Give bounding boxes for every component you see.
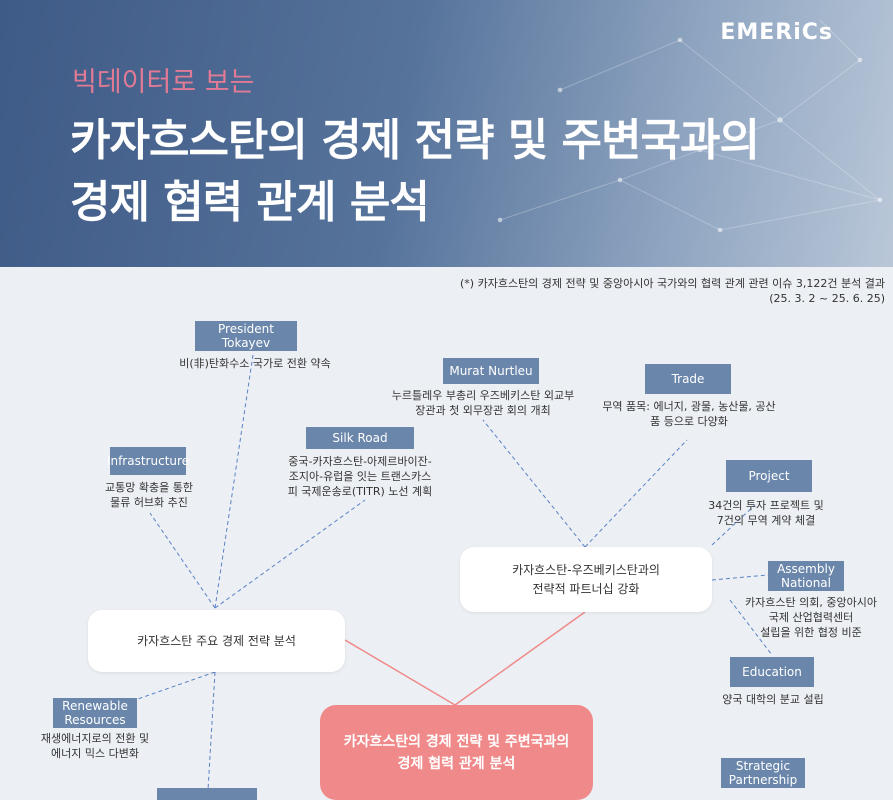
header-banner: EMERiCs 빅데이터로 보는 카자흐스탄의 경제 전략 및 주변국과의 경제… [0,0,893,267]
desc-silk-road: 중국-카자흐스탄-아제르바이잔- 조지아-유럽을 잇는 트랜스카스 피 국제운송… [270,454,450,499]
desc-line: 국제 산업협력센터 [768,611,854,624]
desc-line: 물류 허브화 추진 [110,496,188,509]
page-subtitle: 빅데이터로 보는 [72,67,255,98]
link-renewable [134,671,216,701]
desc-line: 비(非)탄화수소 국가로 전환 약속 [179,357,331,370]
emerics-logo: EMERiCs [720,20,833,45]
desc-assembly: 카자흐스탄 의회, 중앙아시아 국제 산업협력센터 설립을 위한 협정 비준 [733,595,889,640]
desc-line: 재생에너지로의 전환 및 [40,732,150,745]
tag-silk-road: Silk Road [306,427,414,449]
link-project [711,504,756,546]
tag-line: Resources [64,713,126,727]
link-murat [482,419,586,548]
network-pattern-decoration [497,19,883,233]
desc-line: 설립을 위한 협정 비준 [760,626,862,639]
desc-line: 카자흐스탄 의회, 중앙아시아 [745,596,877,609]
hub-line: 카자흐스탄-우즈베키스탄과의 [512,562,660,577]
link-president [214,354,254,609]
desc-murat: 누르틀레우 부총리 우즈베키스탄 외교부 장관과 첫 외무장관 회의 개최 [380,388,586,418]
desc-line: 누르틀레우 부총리 우즈베키스탄 외교부 [391,389,575,402]
tag-line: Tokayev [221,336,271,350]
note-line-2: (25. 3. 2 ~ 25. 6. 25) [769,292,885,305]
link-education [729,599,773,656]
link-assembly [711,574,769,581]
page-title: 카자흐스탄의 경제 전략 및 주변국과의 경제 협력 관계 분석 [70,110,760,234]
tag-infrastructure: Infrastructure [107,447,189,475]
desc-infrastructure: 교통망 확충을 통한 물류 허브화 추진 [88,480,210,510]
desc-line: 7건의 무역 계약 체결 [716,514,816,527]
desc-line: 교통망 확충을 통한 [105,481,193,494]
link-center-left [344,639,456,706]
analysis-note: (*) 카자흐스탄의 경제 전략 및 중앙아시아 국가와의 협력 관계 관련 이… [460,276,885,306]
tag-line: Partnership [728,773,798,787]
tag-murat-nurtleu: Murat Nurtleu [443,358,539,384]
desc-line: 양국 대학의 분교 설립 [722,693,824,706]
link-infrastructure [149,512,216,609]
tag-line: Assembly [777,562,835,576]
tag-line: National [780,576,831,590]
desc-line: 34건의 투자 프로젝트 및 [708,499,824,512]
tag-project: Project [726,460,812,492]
title-line-2: 경제 협력 관계 분석 [70,177,430,228]
desc-trade: 무역 품목: 에너지, 광물, 농산물, 공산 품 등으로 다양화 [596,399,782,429]
note-line-1: (*) 카자흐스탄의 경제 전략 및 중앙아시아 국가와의 협력 관계 관련 이… [460,277,885,290]
hub-line: 전략적 파트너십 강화 [532,581,640,596]
center-line: 경제 협력 관계 분석 [397,755,516,772]
tag-line: President [218,322,274,336]
tag-line: Renewable [62,699,128,713]
desc-education: 양국 대학의 분교 설립 [706,692,840,707]
center-line: 카자흐스탄의 경제 전략 및 주변국과의 [343,733,570,750]
desc-renewable: 재생에너지로의 전환 및 에너지 믹스 다변화 [28,731,162,761]
tag-line: Strategic [735,759,791,773]
desc-line: 품 등으로 다양화 [650,415,728,428]
tag-partial-bottom [157,788,257,800]
desc-line: 중국-카자흐스탄-아제르바이잔- [288,455,432,468]
tag-education: Education [730,657,814,687]
desc-line: 피 국제운송로(TITR) 노선 계획 [287,485,433,498]
link-trade [584,439,688,548]
link-center-right [454,611,586,706]
tag-trade: Trade [645,364,731,394]
desc-line: 무역 품목: 에너지, 광물, 농산물, 공산 [602,400,776,413]
link-bottom [207,671,216,791]
desc-line: 에너지 믹스 다변화 [51,747,139,760]
hub-kazakhstan-strategy: 카자흐스탄 주요 경제 전략 분석 [88,610,345,672]
link-silkroad [214,499,366,609]
desc-president: 비(非)탄화수소 국가로 전환 약속 [160,356,350,371]
desc-project: 34건의 투자 프로젝트 및 7건의 무역 계약 체결 [698,498,834,528]
desc-line: 조지아-유럽을 잇는 트랜스카스 [288,470,432,483]
title-line-1: 카자흐스탄의 경제 전략 및 주변국과의 [70,115,760,166]
desc-line: 장관과 첫 외무장관 회의 개최 [415,404,551,417]
